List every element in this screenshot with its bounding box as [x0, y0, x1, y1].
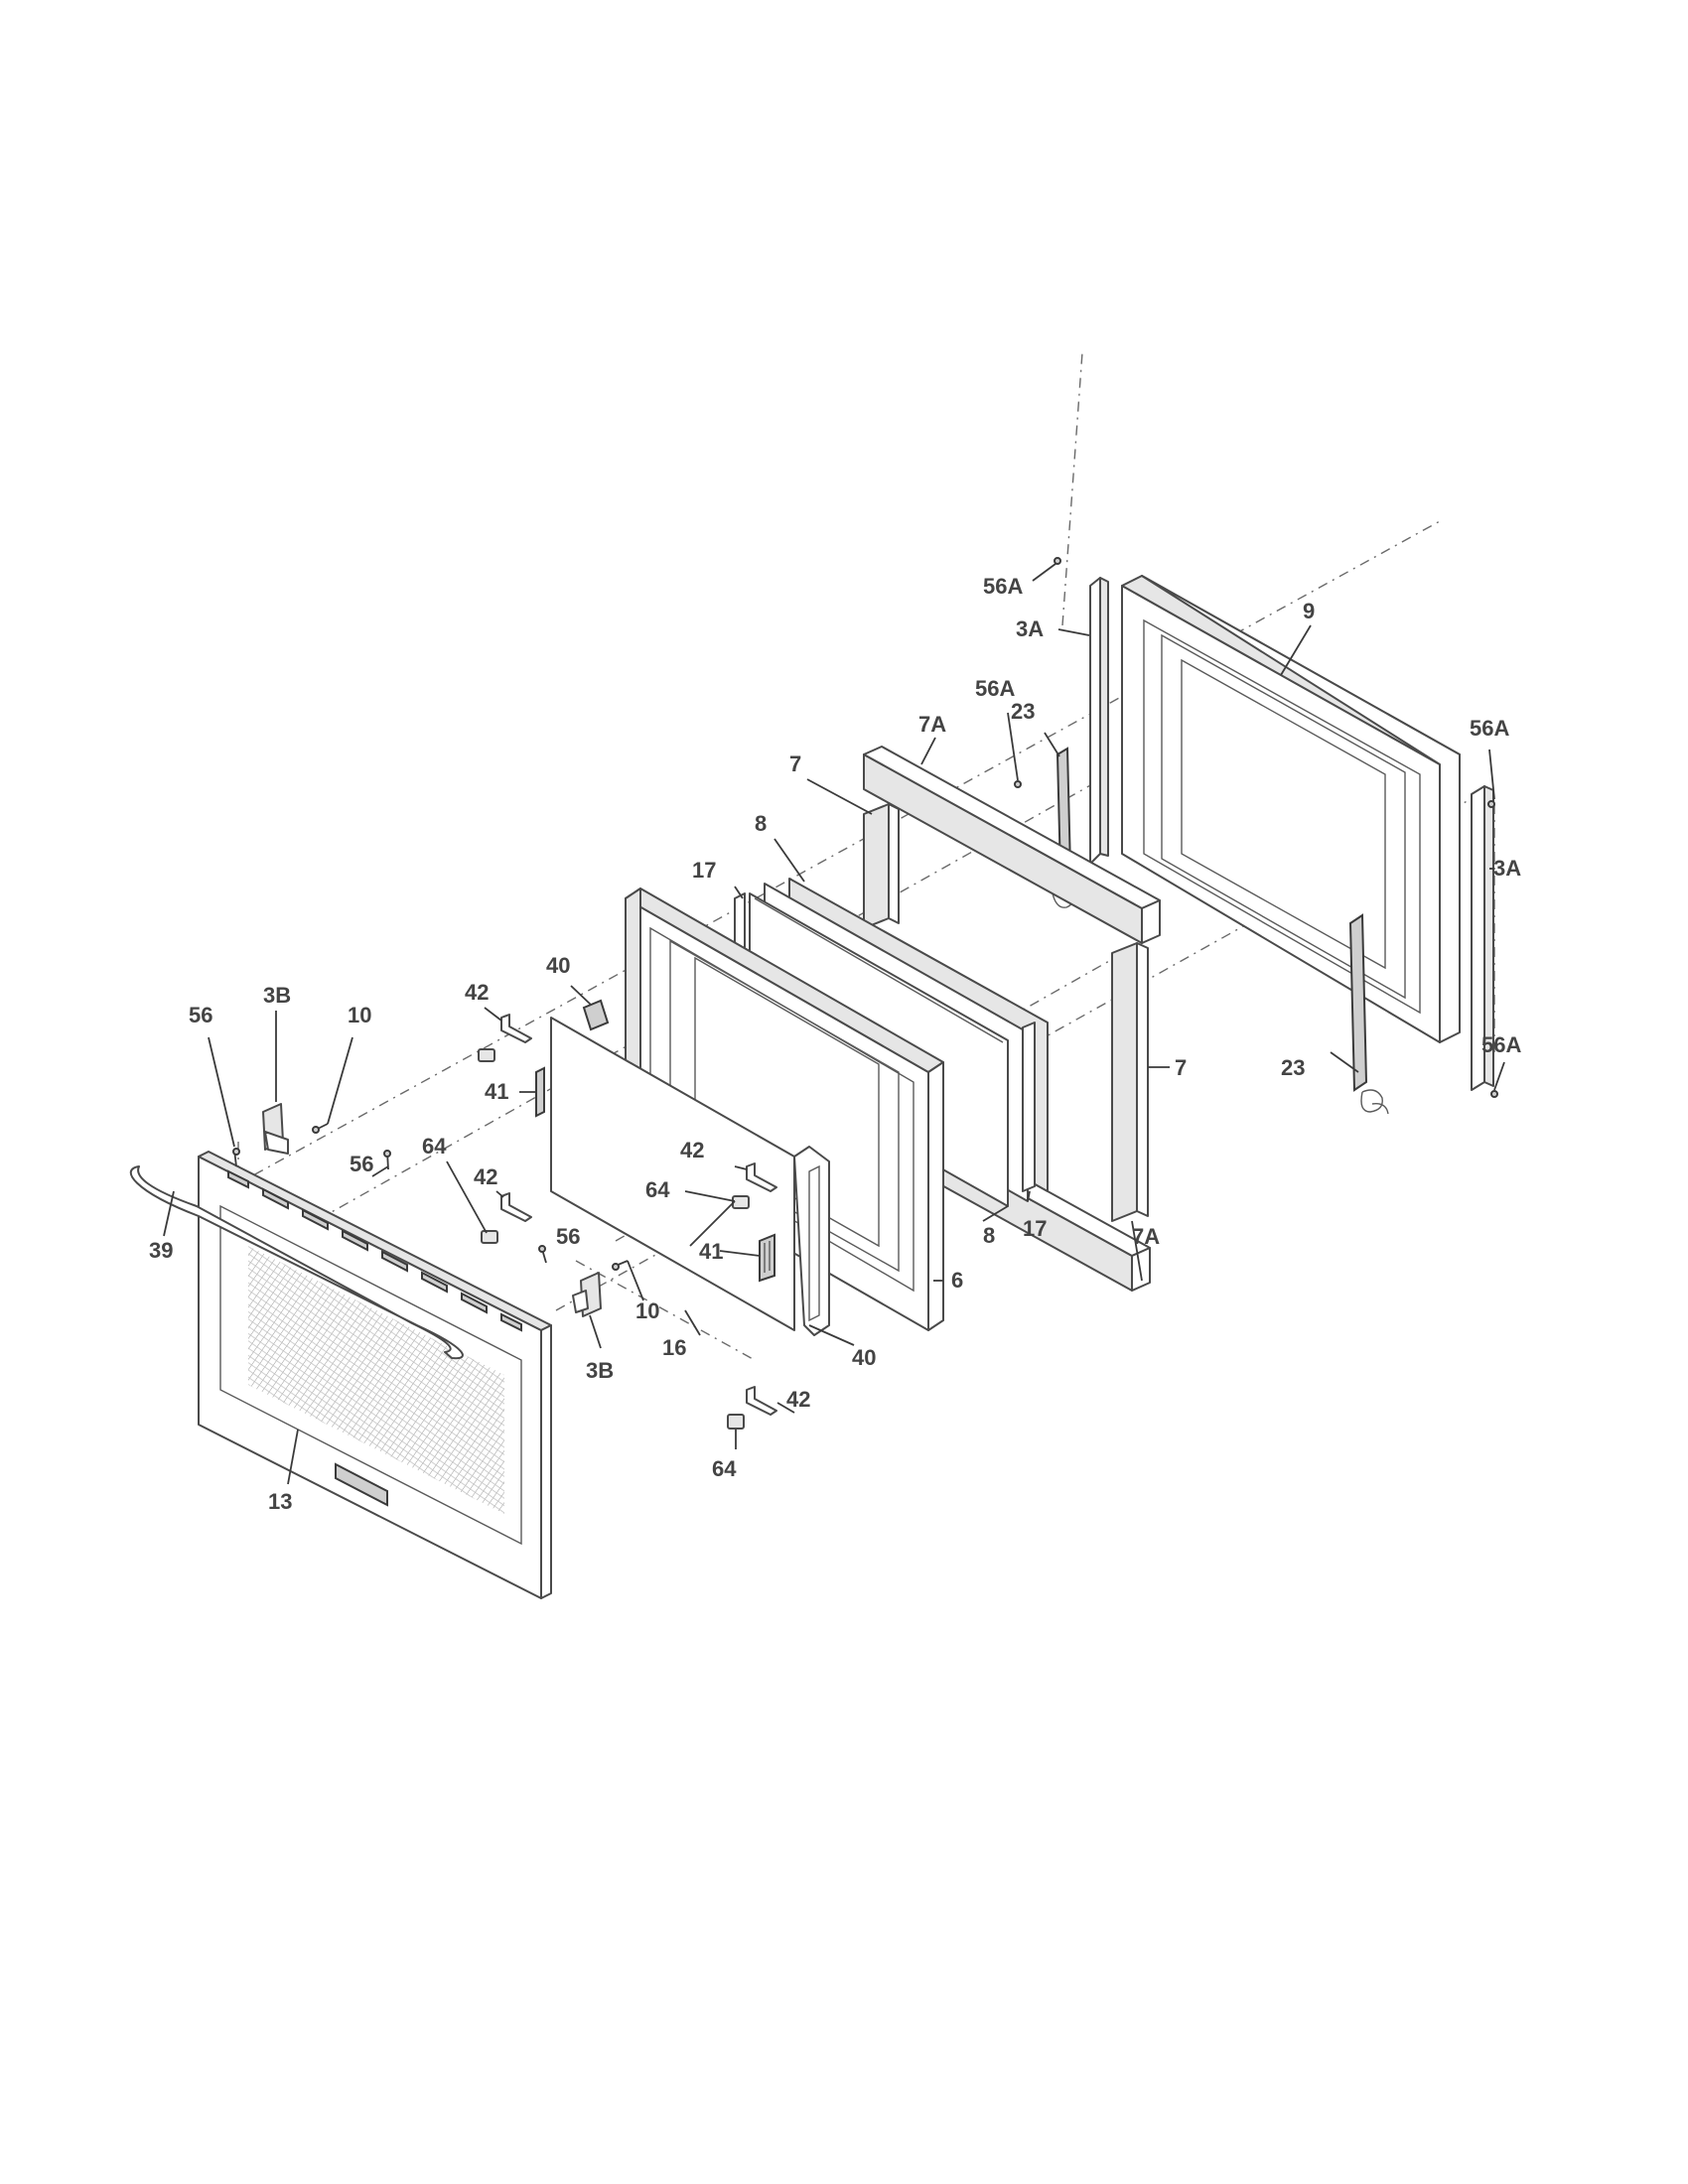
bracket-right [746, 1162, 777, 1192]
bumper-bottom [727, 1414, 745, 1430]
hinge-receiver-right [572, 1272, 602, 1317]
callout-56A-mid: 56A [975, 676, 1015, 701]
callout-56A-top: 56A [983, 574, 1023, 599]
callout-40-bottom: 40 [852, 1345, 876, 1370]
callout-labels: 56A 3A 9 56A 23 7A 7 56A 3A 8 17 40 42 3… [149, 574, 1521, 1514]
callout-56-mid: 56 [350, 1152, 373, 1176]
screw-56-top [232, 1148, 240, 1167]
callout-23-bottom: 23 [1281, 1055, 1305, 1080]
bracket-upper [500, 1014, 532, 1043]
callout-7-right: 7 [1175, 1055, 1187, 1080]
callout-3B-top: 3B [263, 983, 291, 1008]
callout-3A-left: 3A [1016, 616, 1044, 641]
hinge-channel-right [1471, 785, 1494, 1091]
callout-42-right: 42 [680, 1138, 704, 1162]
callout-13: 13 [268, 1489, 292, 1514]
callout-41-top: 41 [485, 1079, 508, 1104]
badge-plate [335, 1462, 388, 1507]
callout-6: 6 [951, 1268, 963, 1293]
glass-clip-lower [759, 1233, 775, 1283]
callout-56A-right: 56A [1470, 716, 1509, 741]
glass-retainer-upper [582, 999, 610, 1031]
callout-9: 9 [1303, 599, 1315, 623]
screw-56A-top [1054, 557, 1061, 565]
bracket-bottom [746, 1386, 777, 1416]
callout-3B-bottom: 3B [586, 1358, 614, 1383]
callout-56A-bottom: 56A [1481, 1032, 1521, 1057]
screw-56-lower [538, 1245, 547, 1264]
callout-7A-top: 7A [918, 712, 946, 737]
callout-56-lower: 56 [556, 1224, 580, 1249]
callout-40-top: 40 [546, 953, 570, 978]
callout-7A-bottom: 7A [1132, 1224, 1160, 1249]
outer-door-panel [198, 1151, 552, 1599]
callout-8-bottom: 8 [983, 1223, 995, 1248]
callout-64-left: 64 [422, 1134, 447, 1159]
insulation-block-right [1111, 942, 1149, 1222]
callout-10-lower: 10 [635, 1298, 659, 1323]
callout-56-top: 56 [189, 1003, 212, 1027]
callout-42-top: 42 [465, 980, 489, 1005]
callout-23-top: 23 [1011, 699, 1035, 724]
callout-64-mid: 64 [645, 1177, 670, 1202]
callout-3A-right: 3A [1493, 856, 1521, 881]
inner-door-liner [1121, 575, 1461, 1043]
screw-56A-mid [1014, 780, 1022, 788]
screw-10-top [312, 1123, 329, 1134]
glass-clip-upper [535, 1066, 545, 1118]
screw-10-lower [612, 1260, 629, 1271]
hinge-channel-left [1089, 577, 1109, 865]
callout-42-bottom: 42 [786, 1387, 810, 1412]
door-handle [129, 1165, 464, 1360]
callout-10-top: 10 [348, 1003, 371, 1027]
bumper-right [732, 1195, 750, 1209]
insulation-block-left [863, 803, 900, 929]
callout-42-mid: 42 [474, 1164, 497, 1189]
callout-7-top: 7 [789, 751, 801, 776]
screw-56A-right [1487, 800, 1495, 808]
leader-lines [163, 563, 1505, 1485]
callout-17-top: 17 [692, 858, 716, 883]
callout-41-mid: 41 [699, 1239, 723, 1264]
hinge-receiver-left [262, 1103, 289, 1155]
callout-16: 16 [662, 1335, 686, 1360]
bumper-upper [478, 1048, 495, 1062]
vent-slots [227, 1169, 522, 1332]
callout-8-top: 8 [755, 811, 767, 836]
glass-retainer-lower [793, 1146, 830, 1336]
glass-spacer-right [1022, 1022, 1036, 1192]
callout-39: 39 [149, 1238, 173, 1263]
callout-17-bottom: 17 [1023, 1216, 1047, 1241]
screw-56A-bottom [1490, 1090, 1498, 1098]
bumper-mid [481, 1230, 498, 1244]
insulation-strip-top [863, 746, 1161, 944]
bracket-mid [500, 1192, 532, 1222]
callout-64-bottom: 64 [712, 1456, 737, 1481]
hinge-lower [1348, 913, 1389, 1115]
